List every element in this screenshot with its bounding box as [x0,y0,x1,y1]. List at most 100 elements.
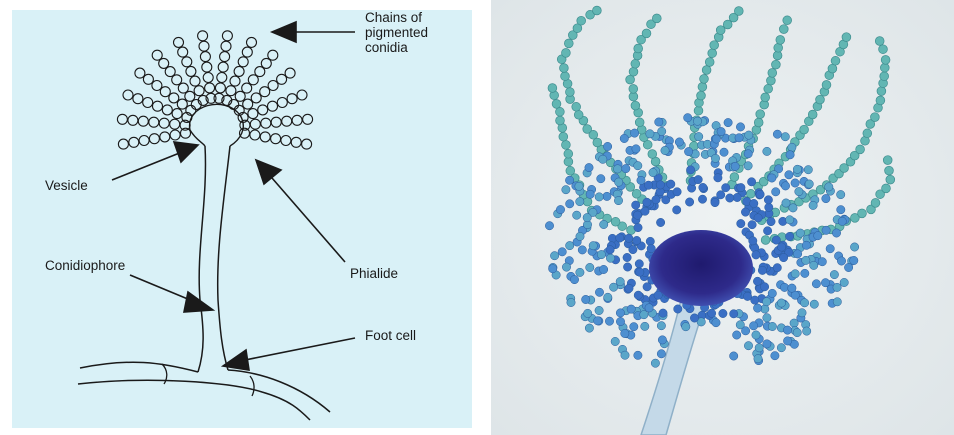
conidium-chain-dot [783,16,792,25]
conidium-dot [719,309,727,317]
conidium-dot [634,223,642,231]
conidium-dot [780,283,788,291]
conidium-dot [599,155,607,163]
conidium-chain-dot [842,33,851,42]
conidium-chain-dot [697,91,706,100]
conidium-dot [712,319,720,327]
conidium-dot [686,166,694,174]
conidium-dot [850,256,858,264]
conidium-dot [826,245,834,253]
conidium-dot [763,314,771,322]
conidium-chain-dot [642,29,651,38]
conidium-dot [604,293,612,301]
conidium-dot [830,270,838,278]
conidium-dot [850,243,858,251]
conidium-chain-dot [593,6,602,15]
conidium-dot [634,351,642,359]
conidium-dot [733,331,741,339]
conidium-dot [814,232,822,240]
conidium-chain-dot [702,66,711,75]
conidium-dot [562,263,570,271]
label-conidiophore: Conidiophore [45,258,125,273]
conidium-dot [616,234,624,242]
label-chains-line-3: conidia [365,40,408,55]
conidium-dot [643,283,651,291]
conidium-dot [737,183,745,191]
conidium-dot [643,198,651,206]
conidium-dot [755,344,763,352]
conidium-dot [636,268,644,276]
conidium-dot [583,213,591,221]
conidium-chain-dot [882,184,891,193]
conidium-chain-dot [754,118,763,127]
conidium-dot [657,322,665,330]
conidium-dot [785,232,793,240]
conidium-dot [788,284,796,292]
conidium-dot [566,241,574,249]
conidium-dot [717,191,725,199]
conidium-dot [754,355,762,363]
conidium-dot [779,253,787,261]
conidium-dot [756,190,764,198]
conidium-chain-dot [626,75,635,84]
conidium-dot [657,350,665,358]
conidium-dot [747,178,755,186]
conidium-dot [838,217,846,225]
micrograph-vesicle [649,230,753,306]
micrograph-panel [491,0,954,435]
conidium-chain-dot [632,189,641,198]
conidium-dot [743,292,751,300]
conidium-dot [585,324,593,332]
conidium-dot [606,254,614,262]
conidium-dot [793,165,801,173]
conidium-dot [821,279,829,287]
conidium-chain-dot [880,72,889,81]
conidium-dot [675,138,683,146]
conidium-dot [621,329,629,337]
conidium-chain-dot [634,44,643,53]
conidium-chain-dot [774,43,783,52]
conidium-dot [641,322,649,330]
conidium-dot [809,201,817,209]
conidium-dot [798,309,806,317]
conidium-chain-dot [561,72,570,81]
conidium-dot [771,352,779,360]
conidium-dot [667,180,675,188]
conidium-dot [748,221,756,229]
conidium-chain-dot [871,199,880,208]
conidium-dot [840,278,848,286]
conidium-dot [609,283,617,291]
aspergillus-diagram: Chains of pigmented conidia Vesicle Coni… [0,0,478,435]
conidium-chain-dot [611,217,620,226]
conidium-dot [625,234,633,242]
conidium-dot [633,236,641,244]
conidium-chain-dot [772,60,781,69]
conidium-chain-dot [871,113,880,122]
conidium-dot [712,135,720,143]
conidium-dot [635,260,643,268]
conidium-dot [793,328,801,336]
conidium-dot [785,171,793,179]
conidium-chain-dot [877,87,886,96]
conidium-chain-dot [767,76,776,85]
conidium-dot [576,197,584,205]
conidium-dot [673,188,681,196]
conidium-chain-dot [708,49,717,58]
conidium-chain-dot [764,84,773,93]
conidium-dot [585,163,593,171]
conidium-dot [777,344,785,352]
conidium-chain-dot [761,93,770,102]
conidium-dot [616,277,624,285]
conidium-dot [837,257,845,265]
conidium-chain-dot [705,58,714,67]
conidium-dot [566,200,574,208]
conidium-dot [777,243,785,251]
conidium-dot [801,269,809,277]
conidium-dot [763,340,771,348]
conidium-chain-dot [566,166,575,175]
conidium-chain-dot [761,236,770,245]
conidium-chain-dot [700,75,709,84]
conidium-chain-dot [863,129,872,138]
conidium-dot [597,250,605,258]
conidium-dot [773,130,781,138]
